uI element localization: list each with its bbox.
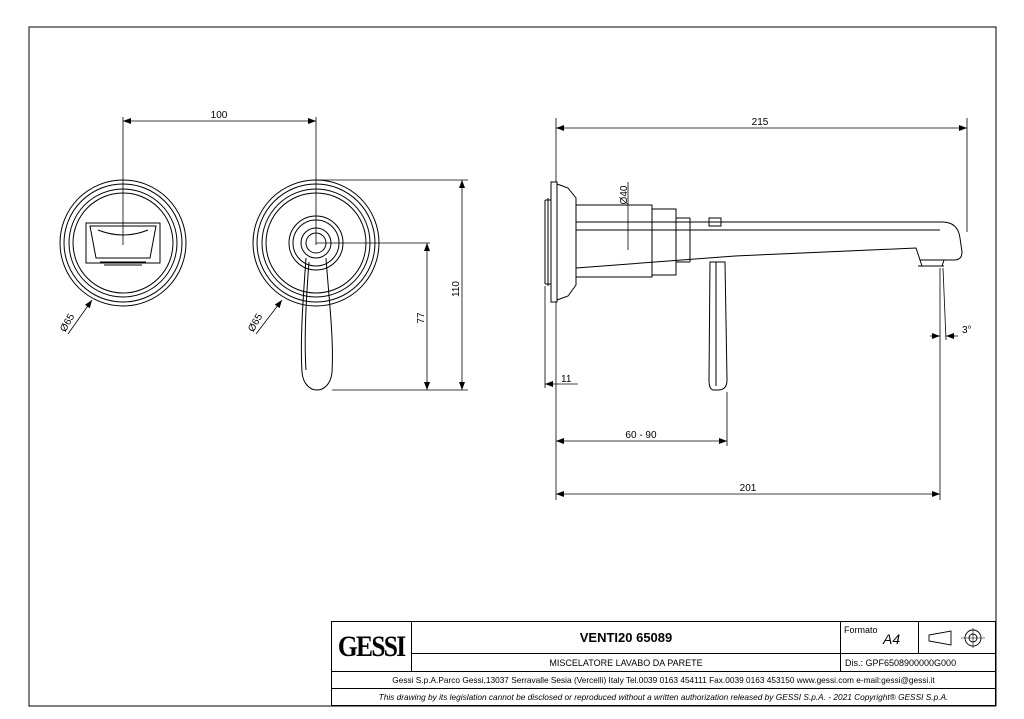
dim-wall-range: 60 - 90 [625, 430, 657, 441]
dim-diameter-left: Ø65 [58, 312, 77, 334]
company-address: Gessi S.p.A.Parco Gessi,13037 Serravalle… [332, 672, 995, 689]
format-cell: Formato A4 [841, 622, 919, 654]
dim-height-lever: 77 [416, 312, 427, 324]
dim-side-length: 215 [752, 117, 769, 128]
dim-projection: 201 [740, 483, 757, 494]
dim-diameter-right: Ø65 [246, 312, 265, 334]
product-name: VENTI20 65089 [412, 622, 841, 654]
logo-cell: GESSI [332, 622, 412, 672]
format-value: A4 [883, 631, 901, 647]
dim-height-total: 110 [451, 281, 462, 297]
dim-plate-thickness: 11 [561, 374, 572, 385]
side-view [544, 181, 963, 391]
product-description: MISCELATORE LAVABO DA PARETE [412, 654, 841, 672]
drawing-number: Dis.: GPF6508900000G000 [841, 654, 995, 672]
dim-spout-diameter: Ø40 [619, 185, 630, 204]
copyright-notice: This drawing by its legislation cannot b… [378, 692, 949, 702]
dim-front-spacing: 100 [211, 110, 228, 121]
format-label: Formato [844, 625, 878, 635]
title-block: GESSI VENTI20 65089 MISCELATORE LAVABO D… [331, 621, 996, 706]
first-angle-projection-icon [928, 627, 985, 648]
projection-cell [919, 622, 995, 654]
sheet-frame [28, 26, 997, 707]
dim-angle: 3° [962, 325, 972, 336]
gessi-logo: GESSI [338, 629, 406, 663]
